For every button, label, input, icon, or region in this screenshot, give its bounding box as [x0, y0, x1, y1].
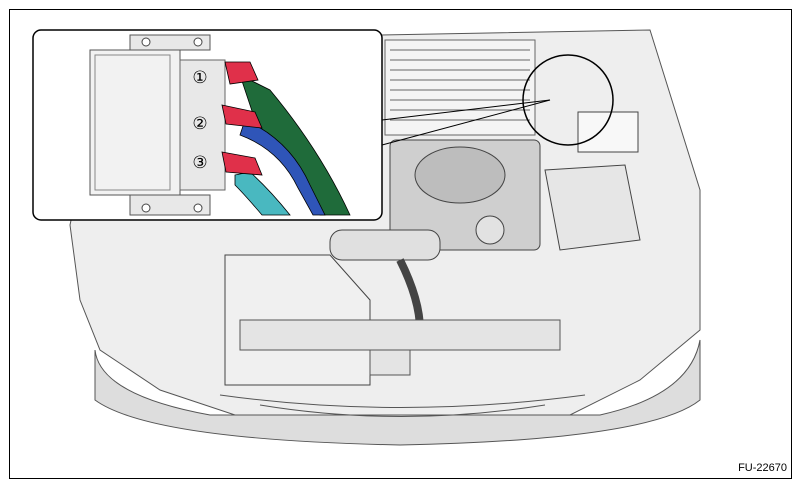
callout-3: ③: [192, 153, 207, 173]
radiator-core: [384, 39, 536, 136]
callout-1: ①: [192, 68, 207, 88]
hose-blue: [239, 119, 326, 216]
connector-2: [221, 104, 263, 129]
figure-id: FU-22670: [738, 462, 787, 474]
engine-assembly: [329, 139, 541, 331]
inset-detail: ① ② ③: [32, 29, 383, 221]
location-highlight-circle: [522, 54, 614, 146]
hose-cyan: [234, 171, 291, 216]
connector-3: [221, 151, 263, 176]
battery: [544, 111, 641, 251]
callout-2: ②: [192, 114, 207, 134]
diagram-frame: [9, 9, 792, 479]
radiator-support: [239, 319, 561, 376]
connector-1: [224, 61, 259, 85]
leader-line-bottom: [381, 99, 551, 146]
leader-line-top: [381, 99, 551, 121]
